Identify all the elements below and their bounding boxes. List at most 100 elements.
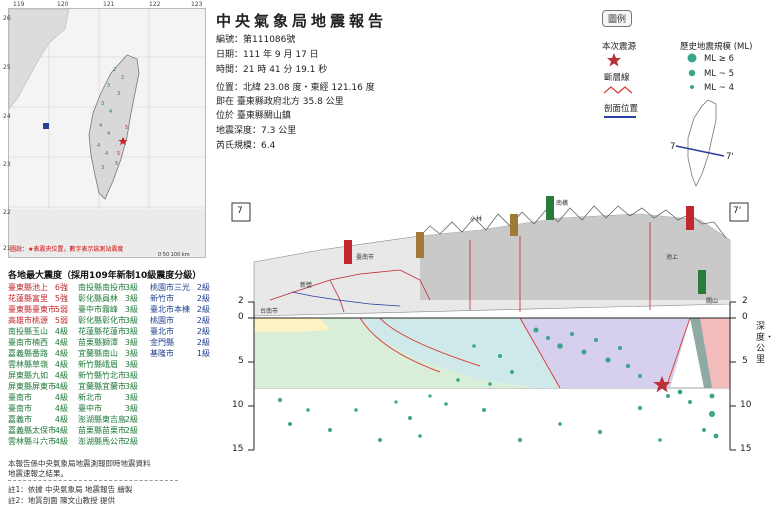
report-number: 編號：第111086號 (216, 35, 296, 45)
legend-profile-icon (604, 116, 636, 118)
svg-text:2: 2 (113, 67, 116, 73)
intensity-station: 臺中市 (78, 404, 102, 413)
intensity-row: 臺中市 3級 (78, 403, 142, 414)
intensity-level: 4級 (54, 404, 68, 413)
depth-tick: 2 (238, 296, 244, 306)
depth-tick: 10 (232, 400, 244, 410)
epicenter-star-icon (118, 137, 128, 146)
inset-taiwan-map (675, 99, 725, 187)
lon-label: 121 (103, 1, 115, 8)
intensity-row: 花蓮縣花蓮市3級 (78, 326, 142, 337)
layer-lavender (520, 318, 690, 388)
report-located: 位於 臺東縣關山鎮 (216, 111, 291, 121)
svg-text:5: 5 (117, 151, 120, 157)
intensity-station: 南投縣南投市 (78, 283, 126, 292)
depth-tick: 0 (238, 312, 244, 322)
place-label: 池上 (666, 254, 679, 261)
intensity-station: 新竹市 (150, 294, 174, 303)
intensity-level: 3級 (124, 393, 138, 402)
intensity-row: 澎湖縣東吉島2級 (78, 414, 142, 425)
intensity-level: 3級 (124, 294, 138, 303)
report-time: 時間：21 時 41 分 19.1 秒 (216, 65, 328, 75)
lat-label: 24 (3, 113, 11, 120)
intensity-level: 2級 (196, 294, 210, 303)
intensity-row: 屏東縣屏東市4級 (8, 381, 72, 392)
intensity-station: 雲林縣斗六市 (8, 437, 56, 446)
svg-text:4: 4 (105, 151, 108, 157)
footer-web-note-2: 地震速報之結果。 (8, 469, 68, 478)
intensity-row: 彰化縣彰化市3級 (78, 315, 142, 326)
intensity-station: 雲林縣草嶺 (8, 360, 48, 369)
svg-text:5: 5 (115, 161, 118, 167)
intensity-level: 4級 (54, 415, 68, 424)
intensity-station: 彰化縣員林 (78, 294, 118, 303)
legend-m5-label: ML ~ 5 (704, 69, 735, 79)
intensity-row: 宜蘭縣宜蘭市3級 (78, 381, 142, 392)
terrain-relief (253, 213, 731, 317)
taiwan-shape (88, 54, 140, 200)
depth-tick: 5 (238, 356, 244, 366)
lat-label: 26 (3, 15, 11, 22)
intensity-level: 3級 (124, 316, 138, 325)
intensity-level: 3級 (124, 327, 138, 336)
place-label: 新營 (300, 282, 313, 289)
layer-cyan (360, 318, 560, 388)
intensity-level: 4級 (54, 349, 68, 358)
map-caption: 圖說：★表震央位置，數字表示該測站震度 (10, 246, 124, 253)
intensity-station: 澎湖縣東吉島 (78, 415, 126, 424)
intensity-level: 4級 (54, 426, 68, 435)
svg-text:3: 3 (107, 83, 110, 89)
intensity-level: 4級 (54, 437, 68, 446)
intensity-row: 臺東縣臺東市5弱 (8, 304, 72, 315)
lon-label: 122 (149, 1, 161, 8)
intensity-title: 各地最大震度（採用109年新制10級震度分級） (8, 271, 202, 281)
lat-label: 25 (3, 64, 11, 71)
quake-m4-icon (690, 85, 694, 89)
lat-label: 23 (3, 161, 11, 168)
intensity-station: 基隆市 (150, 349, 174, 358)
intensity-level: 5弱 (54, 316, 68, 325)
historical-quakes (278, 327, 719, 442)
layer-green (254, 318, 540, 388)
svg-text:5: 5 (125, 125, 128, 131)
footer-note-2: 註2：地質剖面 陳文山教授 提供 (8, 496, 116, 505)
taiwan-map-svg: 223 334 444 453 655 (8, 8, 205, 257)
svg-text:4: 4 (99, 123, 102, 129)
intensity-level: 3級 (124, 404, 138, 413)
intensity-station: 花蓮縣花蓮市 (78, 327, 126, 336)
layer-gray (690, 318, 712, 388)
intensity-row: 嘉義縣太保市4級 (8, 425, 72, 436)
intensity-station: 臺南市 (8, 393, 32, 402)
quake-m5-icon (688, 69, 696, 77)
report-depth: 地震深度：7.3 公里 (216, 126, 297, 136)
intensity-station: 苗栗縣苗栗市 (78, 426, 126, 435)
depth-tick: 5 (742, 356, 748, 366)
intensity-row: 新竹縣竹北市3級 (78, 370, 142, 381)
intensity-station: 嘉義縣太保市 (8, 426, 56, 435)
intensity-row: 彰化縣員林 3級 (78, 293, 142, 304)
intensity-level: 3級 (124, 338, 138, 347)
intensity-row: 雲林縣斗六市4級 (8, 436, 72, 447)
intensity-level: 2級 (196, 305, 210, 314)
legend-history-title: 歷史地震規模 (ML) (680, 42, 753, 52)
svg-text:3: 3 (101, 165, 104, 171)
intensity-level: 3級 (124, 305, 138, 314)
depth-tick: 2 (742, 296, 748, 306)
inset-left-label: 7 (670, 142, 676, 152)
legend-m4-label: ML ~ 4 (704, 83, 735, 93)
intensity-level: 2級 (196, 338, 210, 347)
